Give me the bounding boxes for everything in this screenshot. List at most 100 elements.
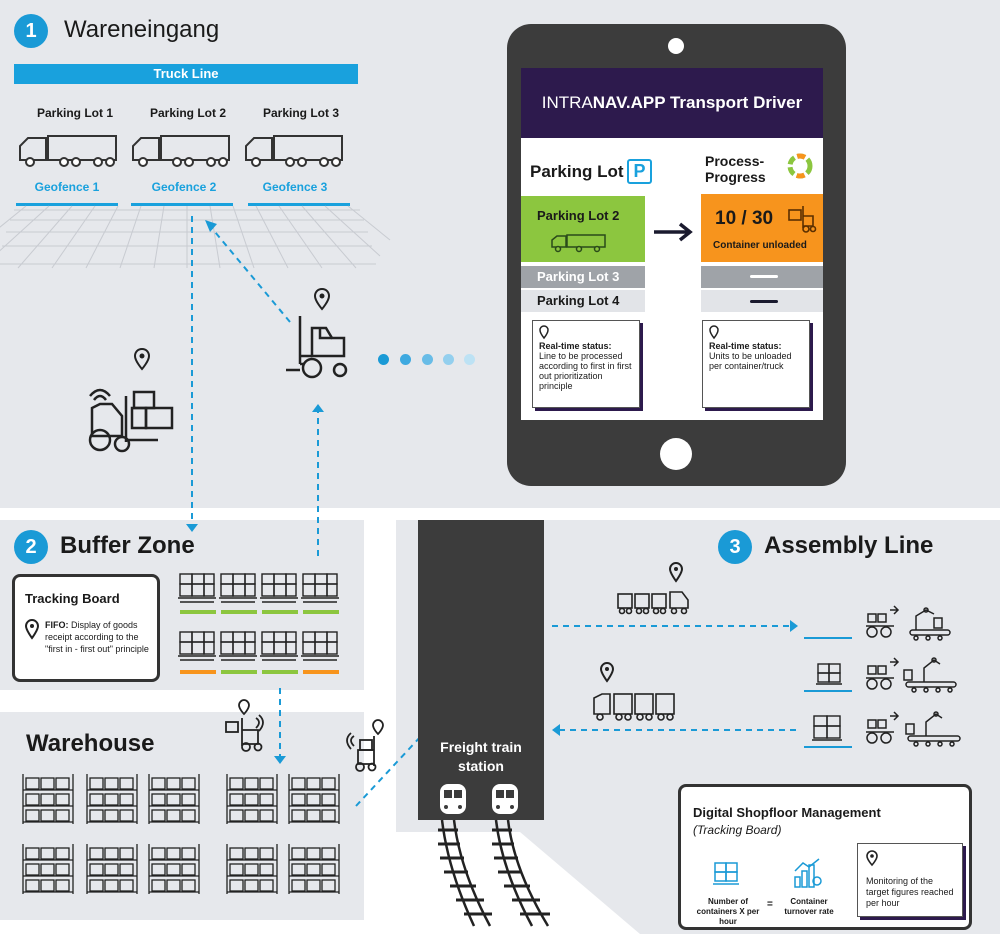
process-label-line2: Progress <box>705 169 766 185</box>
freight-station-column <box>418 520 544 820</box>
location-pin-icon <box>668 561 684 583</box>
tugger-train-icon <box>617 591 689 615</box>
pallet-status-bar <box>262 670 298 674</box>
pallet-status-bar <box>303 670 339 674</box>
parking-lot-1-label: Parking Lot 1 <box>36 106 113 120</box>
dsm-title: Digital Shopfloor Management <box>693 805 881 820</box>
app-title-bold: NAV.APP Transport Driver <box>592 93 803 112</box>
rail-tracks <box>438 819 550 927</box>
parking-lot-3-row[interactable]: Parking Lot 3 <box>521 266 645 288</box>
fifo-text: Display of goods receipt according to th… <box>45 620 149 654</box>
progress-caption: Container unloaded <box>713 240 807 251</box>
truck-icon <box>245 135 343 167</box>
section-2-number: 2 <box>14 530 48 564</box>
note-left-title: Real-time status: <box>539 341 612 351</box>
pallet-status-bar <box>262 610 298 614</box>
pallet-status-bar <box>303 610 339 614</box>
floor-grid <box>0 205 391 269</box>
progress-card: 10 / 30 Container unloaded <box>701 194 823 262</box>
connector-dot <box>443 354 454 365</box>
assembly-lane-3 <box>804 746 852 748</box>
geofence-2-line <box>131 203 233 206</box>
app-title-thin: INTRA <box>541 93 593 112</box>
connector-dot <box>464 354 475 365</box>
dsm-item-3: Monitoring of the target figures reached… <box>866 876 954 908</box>
forklift-icon <box>286 316 348 379</box>
location-pin-icon <box>539 325 549 340</box>
progress-row-2 <box>701 266 823 288</box>
pallet-status-bar <box>180 610 216 614</box>
warehouse-title: Warehouse <box>26 730 155 757</box>
arrow-right-icon <box>654 222 693 242</box>
note-left-text: Line to be processed according to first … <box>539 351 632 391</box>
parking-lot-2-label: Parking Lot 2 <box>149 106 226 120</box>
tracking-board-title: Tracking Board <box>25 591 120 606</box>
connector-dot <box>422 354 433 365</box>
fifo-description: FIFO: Display of goods receipt according… <box>45 619 157 655</box>
section-1-title: Wareneingang <box>64 16 220 43</box>
freight-station-label: Freight train station <box>418 738 544 776</box>
dsm-subtitle: (Tracking Board) <box>693 823 782 837</box>
train-icon <box>492 784 518 814</box>
location-pin-icon <box>133 347 151 371</box>
location-pin-icon <box>866 850 878 867</box>
section-2-title: Buffer Zone <box>60 532 195 559</box>
dsm-item-2: Container turnover rate <box>784 897 834 916</box>
assembly-lane-1 <box>804 637 852 639</box>
pallet-status-bar <box>221 610 257 614</box>
note-right-title: Real-time status: <box>709 341 782 351</box>
section-3-number: 3 <box>718 530 752 564</box>
loaded-forklift-icon <box>88 388 174 453</box>
turnover-chart-icon <box>794 858 822 888</box>
active-parking-lot-label: Parking Lot 2 <box>537 208 620 223</box>
fifo-label: FIFO: <box>45 620 69 630</box>
dsm-item-1: Number of containers X per hour <box>696 897 760 926</box>
location-pin-icon <box>24 618 40 640</box>
assembly-lane-2 <box>804 690 852 692</box>
active-parking-lot-card[interactable]: Parking Lot 2 <box>521 196 645 262</box>
tugger-train-icon <box>593 693 675 721</box>
geofence-3-line <box>248 203 350 206</box>
geofence-2-label: Geofence 2 <box>151 180 217 194</box>
connector-dot <box>378 354 389 365</box>
location-pin-icon <box>599 661 615 683</box>
connector-dot <box>400 354 411 365</box>
dsm-equals: = <box>767 899 773 910</box>
pallet-icon <box>812 715 842 741</box>
section-3-title: Assembly Line <box>764 532 934 559</box>
warehouse-shelves <box>22 773 340 895</box>
assembly-conveyor-icon <box>866 657 957 693</box>
container-stack-icon <box>713 862 739 885</box>
geofence-3-label: Geofence 3 <box>262 180 328 194</box>
pallet-icon <box>816 663 842 685</box>
tablet-home-button[interactable] <box>660 438 692 470</box>
geofence-1-label: Geofence 1 <box>34 180 100 194</box>
dsm-card: Digital Shopfloor Management (Tracking B… <box>678 784 972 930</box>
progress-row-3 <box>701 290 823 312</box>
progress-ring-icon <box>787 153 813 179</box>
forklift-icon <box>788 206 817 233</box>
note-right-text: Units to be unloaded per container/truck <box>709 351 792 371</box>
assembly-conveyor-icon <box>866 711 961 747</box>
parking-lot-4-row[interactable]: Parking Lot 4 <box>521 290 645 312</box>
train-icon <box>440 784 466 814</box>
realtime-status-note-right: Real-time status: Units to be unloaded p… <box>702 320 810 408</box>
progress-value: 10 / 30 <box>715 208 774 229</box>
location-pin-icon <box>313 287 331 311</box>
tracking-board-card: Tracking Board FIFO: Display of goods re… <box>12 574 160 682</box>
pallet-status-bar <box>221 670 257 674</box>
parking-p-icon: P <box>627 159 652 184</box>
truck-icon <box>19 135 117 167</box>
truck-icon <box>132 135 230 167</box>
process-label-line1: Process- <box>705 153 765 169</box>
small-forklift-icon <box>346 719 384 772</box>
tablet-camera <box>668 38 684 54</box>
location-pin-icon <box>709 325 719 340</box>
parking-lot-heading: Parking Lot <box>530 162 624 181</box>
parking-lot-3-label: Parking Lot 3 <box>262 106 339 120</box>
dsm-note: Monitoring of the target figures reached… <box>857 843 963 917</box>
truck-line-bar: Truck Line <box>14 64 358 84</box>
pallet-status-bar <box>180 670 216 674</box>
